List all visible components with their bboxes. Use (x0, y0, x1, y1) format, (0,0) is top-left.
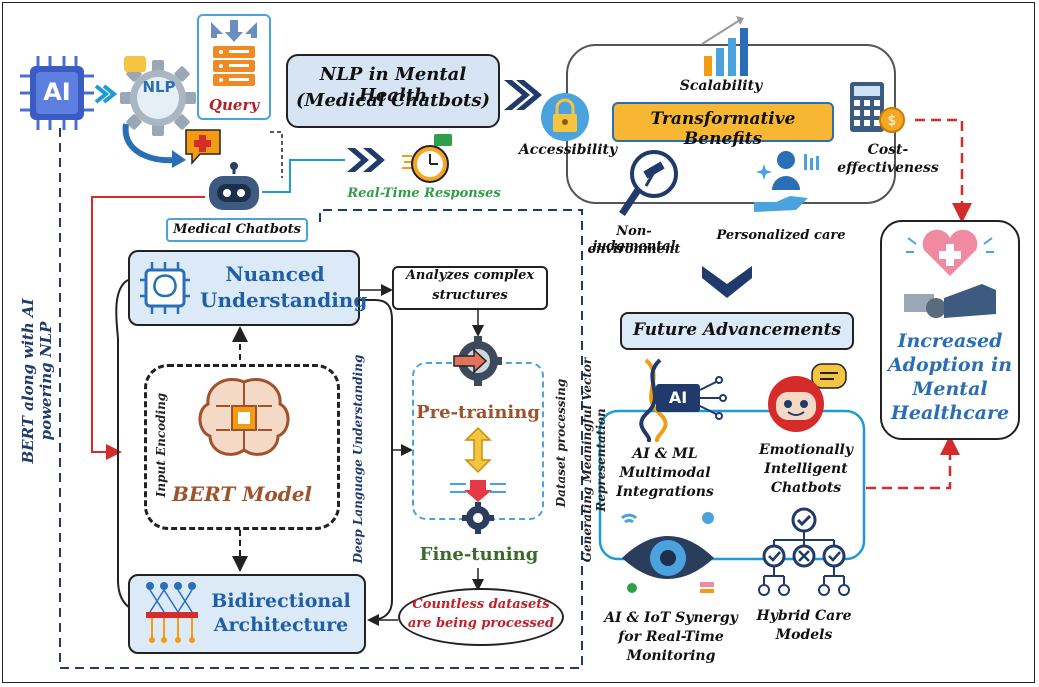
benefits-title: Transformative Benefits (650, 109, 796, 149)
future-ai-chip-label: AI (668, 388, 688, 407)
brain-bert-icon (196, 376, 292, 460)
realtime-label: Real-Time Responses (347, 186, 501, 201)
red-dash-future (866, 435, 960, 490)
finetuning-label: Fine-tuning (419, 544, 539, 565)
emotional-robot-icon (760, 360, 850, 434)
eye-iot-icon (618, 508, 718, 594)
iot-line3: Monitoring (626, 648, 716, 664)
chevron-down-icon (700, 262, 754, 302)
medical-bubble-icon (182, 126, 224, 166)
main-title-line2: (Medical Chatbots) (296, 90, 490, 111)
server-query-icon (203, 18, 265, 92)
accessibility-label: Accessibility (518, 142, 618, 158)
brain-chip-icon (138, 258, 192, 318)
cost-label-line1: Cost- (867, 142, 909, 158)
gavel-magnifier-icon (618, 148, 680, 220)
personalized-care-icon (746, 146, 822, 222)
adoption-line3: Mental (912, 378, 988, 400)
scalability-label: Scalability (679, 78, 763, 94)
personalized-label: Personalized care (716, 228, 846, 243)
nuanced-line2: Understanding (200, 288, 368, 312)
adoption-line4: Healthcare (890, 402, 1010, 424)
generating-label: Generating Meaningful Vector Representat… (580, 357, 608, 563)
nlp-gear-label: NLP (142, 78, 176, 96)
medical-chatbots-label: Medical Chatbots (173, 222, 301, 237)
outer-dashed-frame (59, 128, 583, 669)
emo-line2: Intelligent (764, 461, 848, 477)
ai-chip-icon (18, 54, 96, 132)
gear-arrow-icon (452, 336, 502, 386)
nonjudg-line2: environment (587, 242, 681, 257)
chevron-right-icon (502, 78, 542, 112)
aiml-line3: Integrations (616, 484, 714, 500)
lock-icon (540, 92, 590, 142)
emo-line3: Chatbots (770, 480, 842, 496)
updown-arrow-icon (464, 426, 492, 474)
future-cycle (598, 409, 866, 561)
countless-line1: Countless datasets (412, 597, 550, 612)
chevron-ai-nlp-icon (94, 84, 118, 104)
hybrid-tree-icon (756, 506, 852, 602)
countless-oval (398, 588, 564, 646)
nlp-gear-icon (118, 58, 198, 138)
future-title: Future Advancements (632, 320, 842, 340)
curved-arrow-icon (118, 120, 188, 170)
nuanced-line1: Nuanced (225, 262, 325, 286)
adoption-line2: Adoption in (887, 354, 1013, 376)
analyzes-box (392, 266, 548, 310)
cost-label-line2: effectiveness (837, 160, 939, 176)
aiml-line1: AI & ML (632, 446, 698, 462)
blue-path-realtime (262, 159, 345, 193)
red-path-chatbots (91, 196, 205, 460)
iot-line2: for Real-Time (618, 629, 724, 645)
dataset-processing-label: Dataset processing (554, 378, 568, 508)
iot-line1: AI & IoT Synergy (604, 610, 738, 626)
heart-hands-icon (902, 224, 998, 324)
bert-loop-right (360, 299, 393, 621)
bidirectional-line1: Bidirectional (211, 590, 351, 612)
ai-chip-label: AI (43, 78, 71, 106)
network-arch-icon (144, 578, 200, 648)
bert-model-label: BERT Model (171, 482, 313, 506)
query-link (270, 131, 283, 178)
emo-line1: Emotionally (759, 442, 853, 458)
deep-language-label: Deep Language Understanding (351, 354, 365, 564)
stopwatch-icon (400, 132, 454, 186)
dna-ai-icon (630, 356, 730, 444)
future-title-box (620, 312, 854, 350)
red-dash-benefits (915, 118, 972, 223)
calculator-coin-icon: $ (846, 80, 906, 136)
adoption-line1: Increased (897, 330, 1003, 352)
nonjudg-line1: Non-judgmental (592, 224, 676, 254)
query-label: Query (208, 96, 260, 114)
main-title-box (286, 54, 500, 128)
finetune-gear-icon (446, 478, 510, 534)
bert-loop-left (115, 279, 139, 611)
main-title-line1: NLP in Mental Health (319, 64, 467, 106)
aiml-line2: Multimodal (619, 465, 711, 481)
analyzes-line2: structures (432, 288, 508, 303)
svg-text:$: $ (888, 113, 897, 129)
hybrid-line2: Models (775, 627, 833, 643)
medical-chatbots-box (166, 218, 308, 242)
chat-bubble-icon (124, 56, 146, 72)
hybrid-line1: Hybrid Care (756, 608, 852, 624)
double-chevron-icon (345, 146, 389, 174)
countless-line2: are being processed (407, 616, 555, 631)
bidirectional-line2: Architecture (213, 614, 349, 636)
robot-icon (205, 162, 263, 214)
scalability-chart-icon (700, 14, 750, 78)
analyzes-line1: Analyzes complex (405, 268, 535, 283)
side-label: BERT along with AI powering NLP (19, 298, 55, 464)
pretraining-label: Pre-training (416, 402, 540, 423)
benefits-title-box (612, 102, 834, 142)
